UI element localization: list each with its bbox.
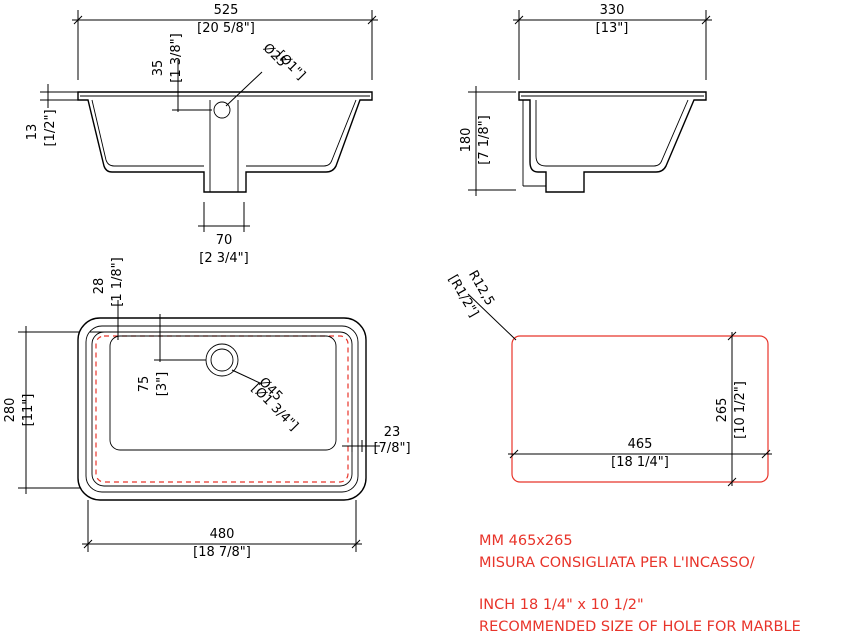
outlet-mm: 70 (216, 233, 233, 248)
top-bowl (109, 335, 337, 451)
cutout-view: R12,5 [R1/2"] 465 [18 1/4"] 265 [10 1/2"… (445, 268, 772, 487)
side-basin-outline (518, 91, 707, 193)
drain-offset-in: [1 3/8"] (169, 33, 184, 82)
top-rim-outer (77, 317, 367, 501)
cutout-width-in: [18 1/4"] (611, 455, 669, 470)
rim-mm: 13 (25, 124, 40, 141)
note-en: RECOMMENDED SIZE OF HOLE FOR MARBLE (479, 619, 801, 635)
top-view: 28 [1 1/8"] 75 [3"] Ø45 [Ø1 3/4"] 280 [1… (3, 257, 411, 560)
side-view: 330 [13"] 180 [7 1/8"] (459, 3, 712, 196)
rim-in: [1/2"] (43, 109, 58, 146)
top-edge-in: [7/8"] (373, 441, 410, 456)
side-width-in: [13"] (596, 21, 629, 36)
top-width-mm: 480 (210, 527, 235, 542)
drain-offset-mm: 35 (151, 60, 166, 77)
front-view: 525 [20 5/8"] 35 [1 3/8"] Ø25 [Ø1"] 13 [… (25, 3, 378, 266)
top-cut-line (95, 335, 349, 483)
front-basin-outline (77, 91, 373, 193)
note-it: MISURA CONSIGLIATA PER L'INCASSO/ (479, 555, 755, 571)
cutout-width-mm: 465 (628, 437, 653, 452)
notes: MM 465x265 MISURA CONSIGLIATA PER L'INCA… (479, 533, 801, 635)
outlet-in: [2 3/4"] (199, 251, 248, 266)
cutout-height-in: [10 1/2"] (733, 381, 748, 439)
top-center-mm: 75 (137, 376, 152, 393)
top-offset-mm: 28 (92, 278, 107, 295)
top-width-in: [18 7/8"] (193, 545, 251, 560)
note-mm: MM 465x265 (479, 533, 573, 549)
top-depth-in: [11"] (21, 394, 36, 427)
top-depth-mm: 280 (3, 398, 18, 423)
note-inch: INCH 18 1/4" x 10 1/2" (479, 597, 644, 613)
side-height-mm: 180 (459, 128, 474, 153)
front-width-in: [20 5/8"] (197, 21, 255, 36)
side-height-in: [7 1/8"] (477, 115, 492, 164)
top-offset-in: [1 1/8"] (110, 257, 125, 306)
cutout-outline (511, 335, 769, 483)
top-center-in: [3"] (155, 372, 170, 396)
cutout-height-mm: 265 (715, 398, 730, 423)
top-edge-mm: 23 (384, 425, 401, 440)
side-width-mm: 330 (600, 3, 625, 18)
front-width-mm: 525 (214, 3, 239, 18)
front-drain-hole (213, 101, 231, 119)
